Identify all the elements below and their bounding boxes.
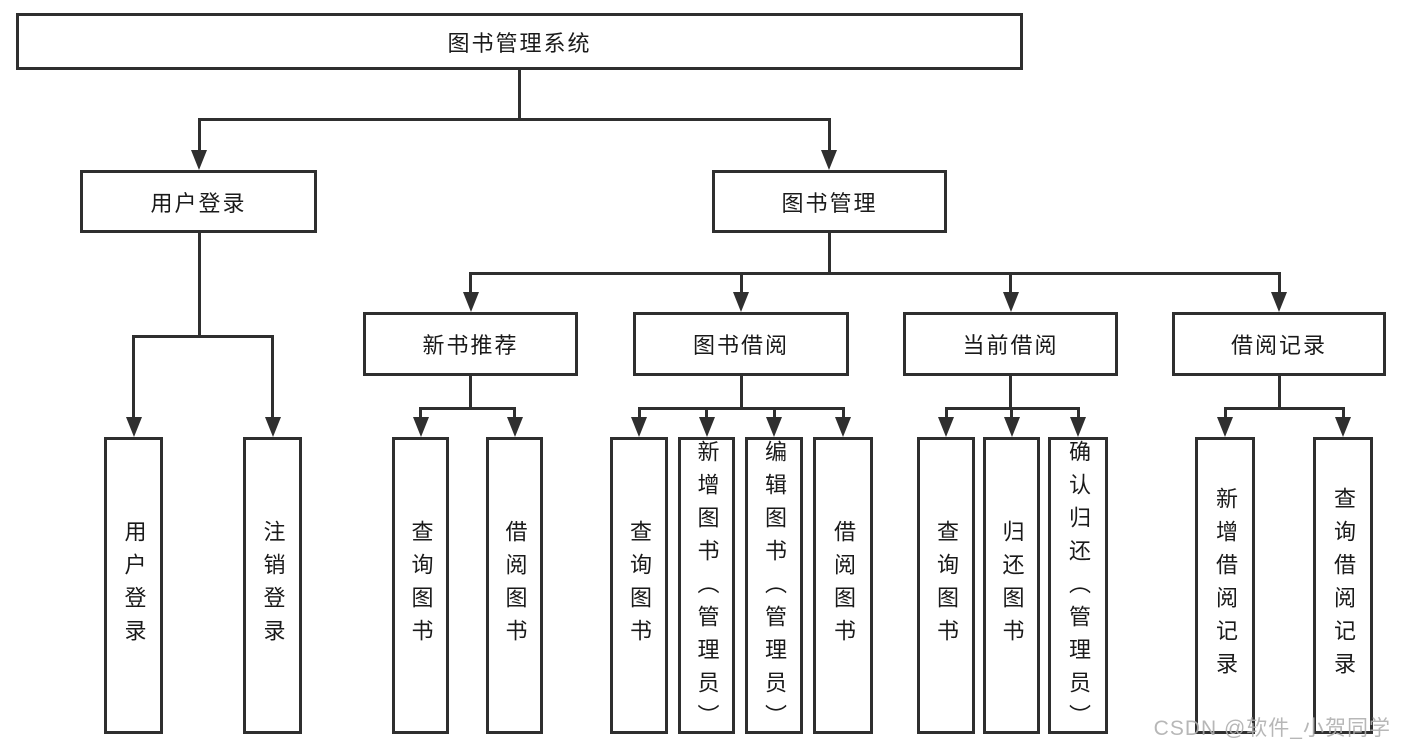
node-leaf-confirm-return: 确认归还（管理员） — [1048, 437, 1108, 737]
node-leaf-borrow-book-2: 借阅图书 — [813, 437, 873, 734]
connector-drop — [419, 407, 422, 421]
arrow-down-icon — [733, 292, 749, 312]
arrow-down-icon — [766, 417, 782, 437]
node-label: 新增图书（管理员） — [694, 440, 720, 737]
node-label: 查询图书 — [934, 519, 959, 652]
arrow-down-icon — [506, 417, 523, 437]
connector-drop — [1076, 407, 1080, 421]
node-leaf-add-book-admin: 新增图书（管理员） — [678, 437, 735, 737]
connector-drop — [772, 407, 776, 421]
connector-drop — [944, 407, 948, 421]
arrow-down-icon — [938, 417, 954, 437]
connector-stem — [1009, 376, 1012, 410]
connector-stem — [827, 233, 831, 275]
arrow-down-icon — [1002, 292, 1019, 312]
connector-drop — [1009, 272, 1012, 296]
connector-bus — [132, 335, 274, 338]
node-current-borrowing: 当前借阅 — [903, 312, 1118, 376]
arrow-down-icon — [698, 417, 715, 437]
arrow-down-icon — [835, 417, 851, 437]
connector-drop — [1277, 272, 1281, 296]
arrow-down-icon — [462, 292, 479, 312]
node-label: 用户登录 — [121, 519, 147, 652]
node-label: 查询图书 — [408, 519, 434, 652]
connector-drop — [637, 407, 641, 421]
node-leaf-query-book-3: 查询图书 — [917, 437, 975, 734]
arrow-down-icon — [125, 417, 142, 437]
node-leaf-logout: 注销登录 — [243, 437, 302, 734]
arrow-down-icon — [1217, 417, 1233, 437]
node-label: 用户登录 — [150, 190, 247, 216]
node-leaf-query-book-2: 查询图书 — [610, 437, 668, 734]
arrow-down-icon — [191, 150, 207, 170]
connector-drop — [271, 335, 274, 421]
connector-drop — [827, 118, 831, 154]
node-label: 注销登录 — [260, 519, 286, 652]
node-leaf-user-login: 用户登录 — [104, 437, 163, 734]
csdn-watermark: CSDN @软件_小贺同学 — [1153, 717, 1391, 740]
node-leaf-query-borrow-rec: 查询借阅记录 — [1313, 437, 1373, 734]
node-book-borrowing: 图书借阅 — [633, 312, 849, 376]
node-leaf-add-borrow-rec: 新增借阅记录 — [1195, 437, 1255, 734]
arrow-down-icon — [1271, 292, 1287, 312]
node-label: 借阅图书 — [831, 519, 856, 652]
connector-drop — [197, 118, 201, 154]
arrow-down-icon — [264, 417, 281, 437]
arrow-down-icon — [412, 417, 429, 437]
connector-bus — [637, 407, 845, 410]
node-label: 确认归还（管理员） — [1066, 440, 1091, 737]
connector-stem — [197, 233, 201, 338]
connector-drop — [1010, 407, 1013, 421]
node-user-login: 用户登录 — [80, 170, 317, 233]
connector-drop — [469, 272, 472, 296]
connector-drop — [1341, 407, 1345, 421]
node-leaf-return-book: 归还图书 — [983, 437, 1040, 734]
arrow-down-icon — [1070, 417, 1086, 437]
node-leaf-query-book-1: 查询图书 — [392, 437, 449, 734]
node-label: 当前借阅 — [962, 333, 1059, 358]
node-label: 图书管理系统 — [447, 30, 592, 56]
connector-stem — [517, 69, 521, 121]
arrow-down-icon — [1003, 417, 1020, 437]
node-root: 图书管理系统 — [16, 13, 1023, 70]
node-new-book-recommend: 新书推荐 — [363, 312, 578, 376]
node-book-management: 图书管理 — [712, 170, 947, 233]
connector-drop — [132, 335, 135, 421]
node-label: 查询借阅记录 — [1331, 486, 1356, 685]
arrow-down-icon — [631, 417, 647, 437]
node-leaf-borrow-book-1: 借阅图书 — [486, 437, 543, 734]
node-leaf-edit-book-admin: 编辑图书（管理员） — [745, 437, 803, 737]
node-label: 新书推荐 — [422, 333, 519, 358]
connector-bus — [197, 118, 831, 121]
connector-bus — [469, 272, 1281, 275]
node-label: 借阅记录 — [1230, 333, 1327, 358]
node-label: 图书管理 — [781, 190, 878, 216]
connector-stem — [469, 376, 472, 410]
node-borrowing-records: 借阅记录 — [1172, 312, 1386, 376]
node-label: 查询图书 — [627, 519, 652, 652]
connector-drop — [705, 407, 708, 421]
connector-stem — [1277, 376, 1281, 410]
connector-drop — [739, 272, 743, 296]
connector-drop — [1223, 407, 1227, 421]
arrow-down-icon — [821, 150, 837, 170]
node-label: 图书借阅 — [692, 333, 789, 358]
connector-drop — [841, 407, 845, 421]
node-label: 借阅图书 — [502, 519, 528, 652]
connector-bus — [1223, 407, 1345, 410]
node-label: 归还图书 — [999, 519, 1025, 652]
connector-drop — [513, 407, 516, 421]
connector-bus — [419, 407, 516, 410]
arrow-down-icon — [1335, 417, 1351, 437]
node-label: 新增借阅记录 — [1213, 486, 1238, 685]
node-label: 编辑图书（管理员） — [762, 440, 787, 737]
connector-stem — [739, 376, 743, 410]
